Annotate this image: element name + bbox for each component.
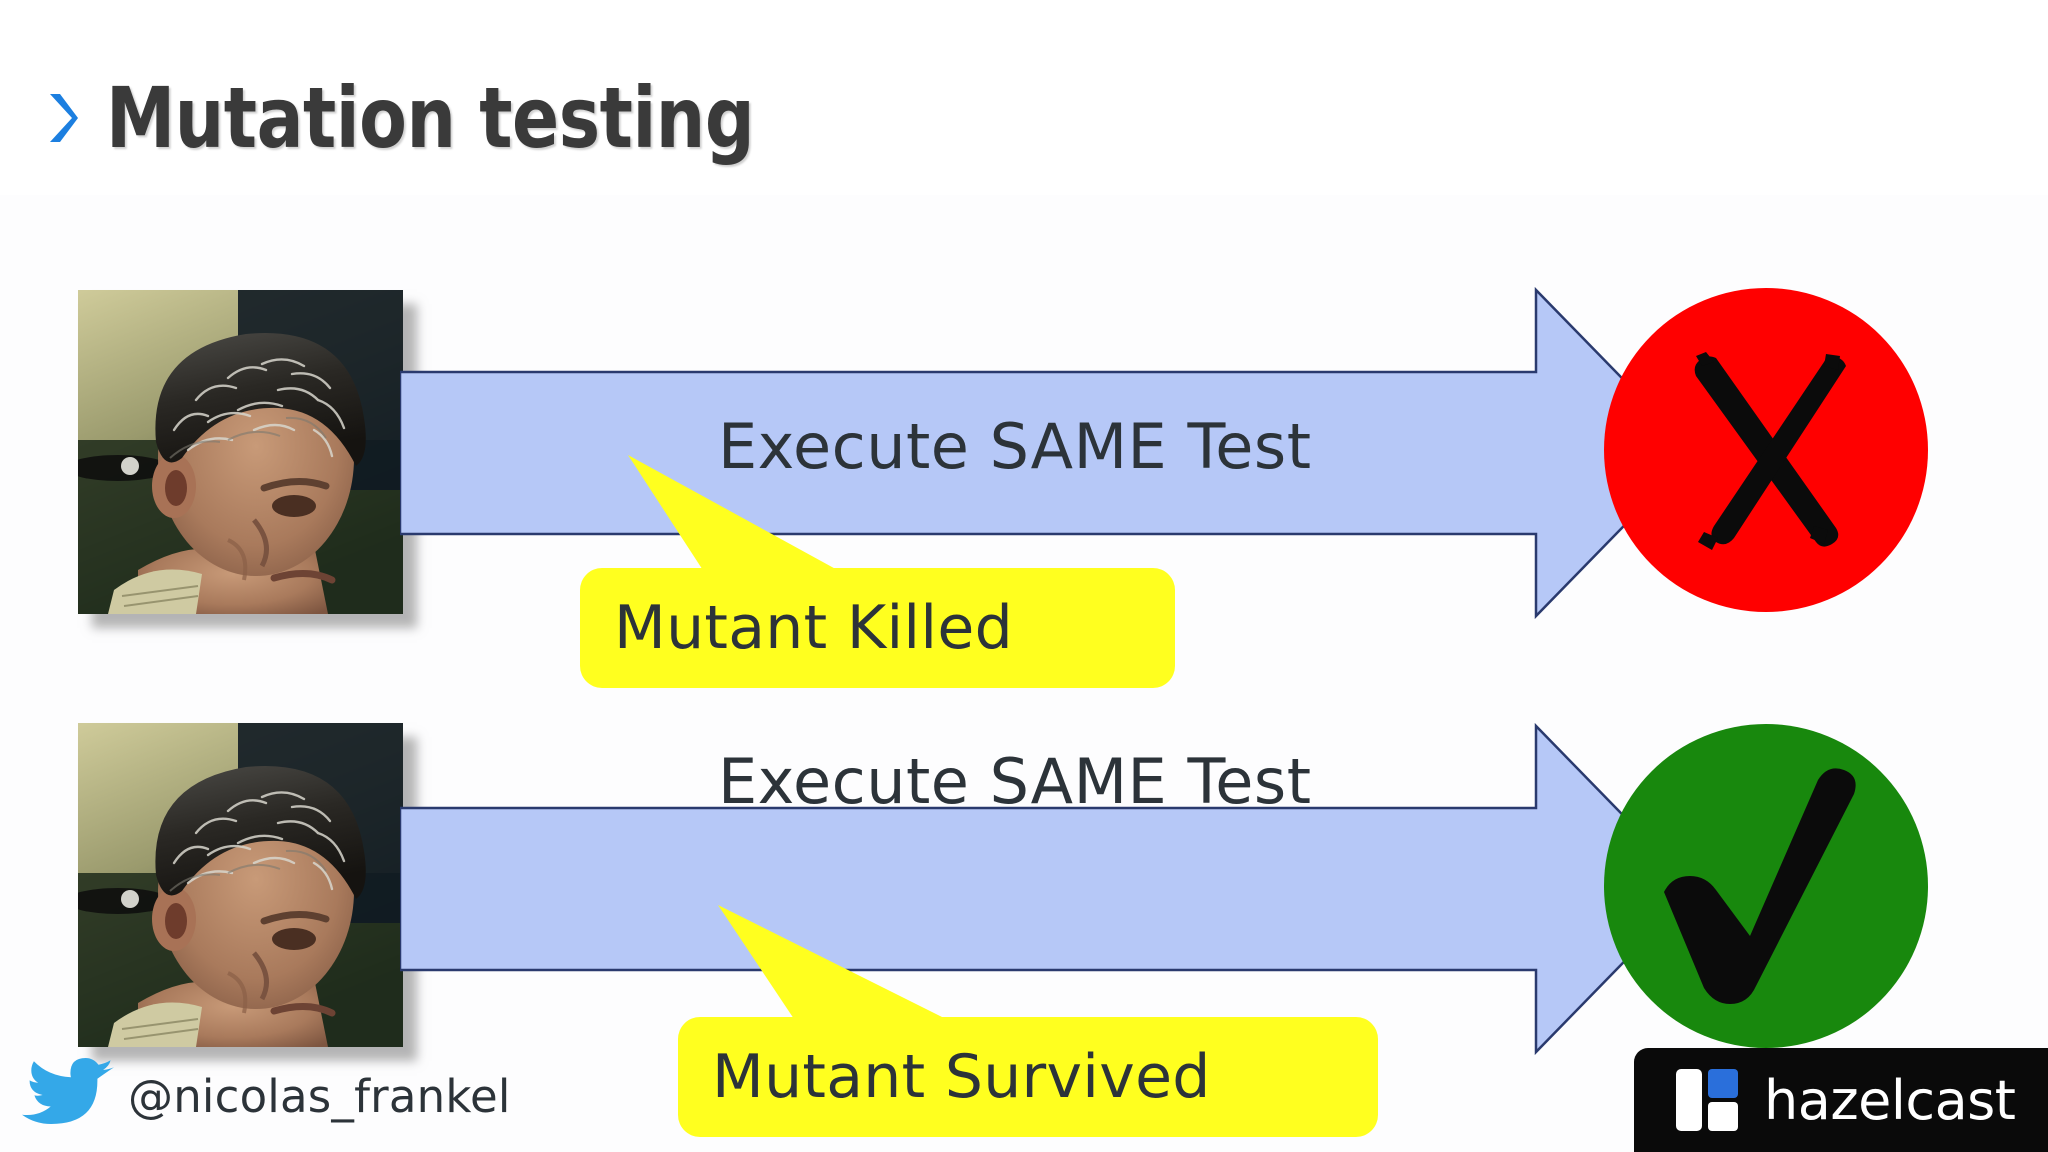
page-title: Mutation testing [46,58,811,178]
callout-text-row2: Mutant Survived [712,1042,1211,1112]
hazelcast-logo: hazelcast [1634,1048,2048,1152]
callout-text-row1: Mutant Killed [614,593,1013,663]
callout-bubble-row2: Mutant Survived [678,1017,1378,1137]
hazelcast-mark-icon [1676,1069,1738,1131]
mutant-photo-row2 [78,723,403,1047]
callout-bubble-row1: Mutant Killed [580,568,1175,688]
callout-tail-icon [628,455,852,578]
twitter-credit[interactable]: @nicolas_frankel [22,1058,511,1134]
hazelcast-wordmark: hazelcast [1764,1068,2016,1132]
cross-icon [1694,352,1846,550]
arrow-label-row2: Execute SAME Test [718,745,1312,818]
twitter-handle-text: @nicolas_frankel [128,1069,511,1123]
mutant-face-photo [78,723,403,1047]
result-fail-circle [1604,288,1928,612]
callout-mutant-killed: Mutant Killed [580,455,1200,705]
process-arrow-row2 [400,722,1697,1056]
callout-tail-icon [718,905,958,1025]
result-pass-circle [1604,724,1928,1048]
arrow-label-row1: Execute SAME Test [718,410,1312,483]
mutant-photo-row1 [78,290,403,614]
chevron-right-icon [50,94,78,142]
callout-mutant-survived: Mutant Survived [678,905,1398,1152]
twitter-bird-icon [22,1058,114,1124]
check-icon [1664,768,1856,1004]
process-arrow-row1 [400,286,1697,620]
page-title-text: Mutation testing [106,69,755,167]
mutant-face-photo [78,290,403,614]
